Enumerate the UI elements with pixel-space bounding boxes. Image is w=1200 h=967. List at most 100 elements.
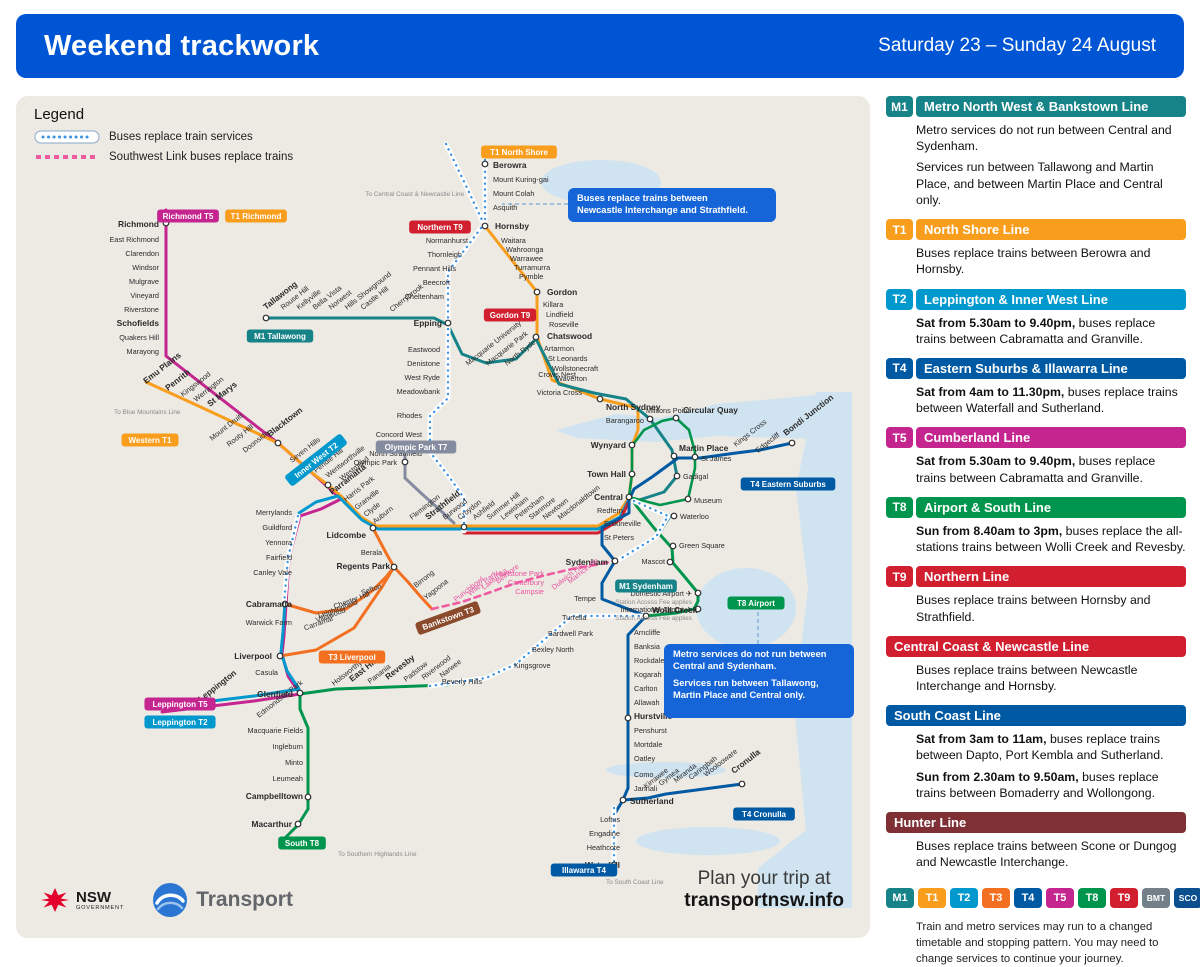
- rail-line-t2-leppington: [160, 494, 630, 709]
- map-line-badge: M1 Sydenham: [615, 579, 677, 593]
- station-label: Asquith: [493, 203, 517, 212]
- station-label: Museum: [694, 496, 722, 505]
- line-detail: Metro services do not run between Centra…: [916, 123, 1172, 154]
- map-line-badge-label: T3 Liverpool: [328, 653, 376, 662]
- station-label: Waverton: [556, 374, 587, 383]
- line-title-t1: North Shore Line: [916, 219, 1186, 241]
- station-label: Turramurra: [514, 263, 551, 272]
- station-label: Waterloo: [680, 512, 709, 521]
- line-detail: Services run between Tallawong and Marti…: [916, 160, 1163, 207]
- station-label: Bexley North: [532, 645, 574, 654]
- station-dot: [390, 563, 398, 571]
- station-label: Oatley: [634, 754, 655, 763]
- map-line-badge: Illawarra T4: [550, 863, 618, 877]
- station-label: Chatswood: [547, 331, 592, 341]
- map-line-badge-bg: [225, 209, 287, 223]
- map-callout-text: Central and Sydenham.: [673, 661, 776, 671]
- rail-line-t4-cronulla: [621, 782, 744, 802]
- station-label: Station Access Fee applies: [615, 599, 692, 606]
- line-title-sco: South Coast Line: [886, 705, 1186, 727]
- bus-replacement-overlay: [444, 142, 484, 222]
- station-dot: [669, 542, 677, 550]
- station-label: Pymble: [519, 272, 543, 281]
- station-dot: [401, 458, 409, 466]
- station-label: Wynyard: [591, 440, 626, 450]
- station-label: To Blue Mountains Line: [114, 409, 181, 416]
- station-label: Eastwood: [408, 345, 440, 354]
- station-label: Kingsgrove: [514, 661, 551, 670]
- nsw-government-logo: NSW GOVERNMENT: [40, 887, 124, 914]
- station-label: Vineyard: [130, 291, 159, 300]
- station-label: To Central Coast & Newcastle Line: [365, 191, 464, 198]
- station-label: Berala: [361, 548, 383, 557]
- map-line-badge-bg: [481, 145, 557, 159]
- station-label: To South Coast Line: [606, 879, 664, 886]
- line-detail: Buses replace trains between Berowra and…: [916, 246, 1151, 277]
- station-label: Pennant Hills: [413, 264, 456, 273]
- station-label: St Leonards: [548, 354, 588, 363]
- bus-replacement-overlay: [428, 614, 644, 688]
- map-line-badge: T4 Cronulla: [733, 807, 795, 821]
- station-label: Cheltenham: [405, 292, 444, 301]
- station-dot: [684, 495, 692, 503]
- legend-badge-T8: T8: [1078, 888, 1106, 909]
- station-dot: [324, 481, 332, 489]
- southwest-link-sample-icon: [36, 155, 98, 159]
- line-badge-t9: T9: [886, 566, 913, 588]
- line-section-header: Central Coast & Newcastle Line: [886, 635, 1186, 657]
- map-line-badge-label: Western T1: [129, 436, 173, 445]
- header-banner: Weekend trackwork Saturday 23 – Sunday 2…: [16, 14, 1184, 78]
- station-label: Mount Kuring-gai: [493, 175, 549, 184]
- map-line-badge-bg: [246, 329, 314, 343]
- map-line-badge-bg: [285, 434, 347, 486]
- station-dot: [670, 512, 678, 520]
- station-label: Riverstone: [124, 305, 159, 314]
- line-section-header: Hunter Line: [886, 812, 1186, 834]
- map-line-badge-bg: [727, 596, 785, 610]
- station-dot: [694, 589, 702, 597]
- station-label: Regents Park: [336, 561, 390, 571]
- transport-wordmark: Transport: [196, 888, 293, 911]
- legend-badge-T9: T9: [1110, 888, 1138, 909]
- station-label: Richmond: [118, 219, 159, 229]
- map-line-badge-bg: [409, 220, 471, 234]
- bus-replacement-overlay: [428, 226, 483, 533]
- station-label: Yennora: [265, 538, 293, 547]
- water-body: [556, 392, 852, 442]
- station-label: Artarmon: [544, 344, 574, 353]
- map-line-badge-label: T8 Airport: [737, 599, 775, 608]
- legend-badge-T1: T1: [918, 888, 946, 909]
- water-body: [636, 827, 780, 855]
- line-badge-t2: T2: [886, 288, 913, 310]
- line-detail: Buses replace trains between Hornsby and…: [916, 593, 1151, 624]
- plan-text: Plan your trip at: [697, 868, 831, 889]
- map-line-badge-label: Olympic Park T7: [385, 443, 448, 452]
- station-label: Sutherland: [630, 796, 674, 806]
- line-detail: Buses replace trains between Scone or Du…: [916, 839, 1177, 870]
- station-label: Campsie: [515, 587, 544, 596]
- plan-link[interactable]: transportnsw.info: [684, 890, 844, 911]
- station-dot: [533, 288, 541, 296]
- rail-line-city-circle: [627, 416, 697, 507]
- station-label: Warwick Farm: [246, 618, 292, 627]
- station-label: Lindfield: [546, 310, 573, 319]
- station-label: Domestic Airport ✈: [630, 589, 692, 598]
- map-line-badge-label: T4 Cronulla: [742, 810, 787, 819]
- legend-badge-T3: T3: [982, 888, 1010, 909]
- station-label: Cabramatta: [246, 599, 292, 609]
- station-dot: [276, 652, 284, 660]
- station-label: Milsons Point: [646, 406, 689, 415]
- legend-badge-M1: M1: [886, 888, 914, 909]
- map-line-badge-bg: [318, 650, 386, 664]
- station-label: Jannali: [634, 784, 658, 793]
- station-label: Bardwell Park: [548, 629, 593, 638]
- station-dot: [738, 780, 746, 788]
- map-line-badge-bg: [615, 579, 677, 593]
- map-line-badge: T3 Liverpool: [318, 650, 386, 664]
- station-label: Turrella: [562, 613, 587, 622]
